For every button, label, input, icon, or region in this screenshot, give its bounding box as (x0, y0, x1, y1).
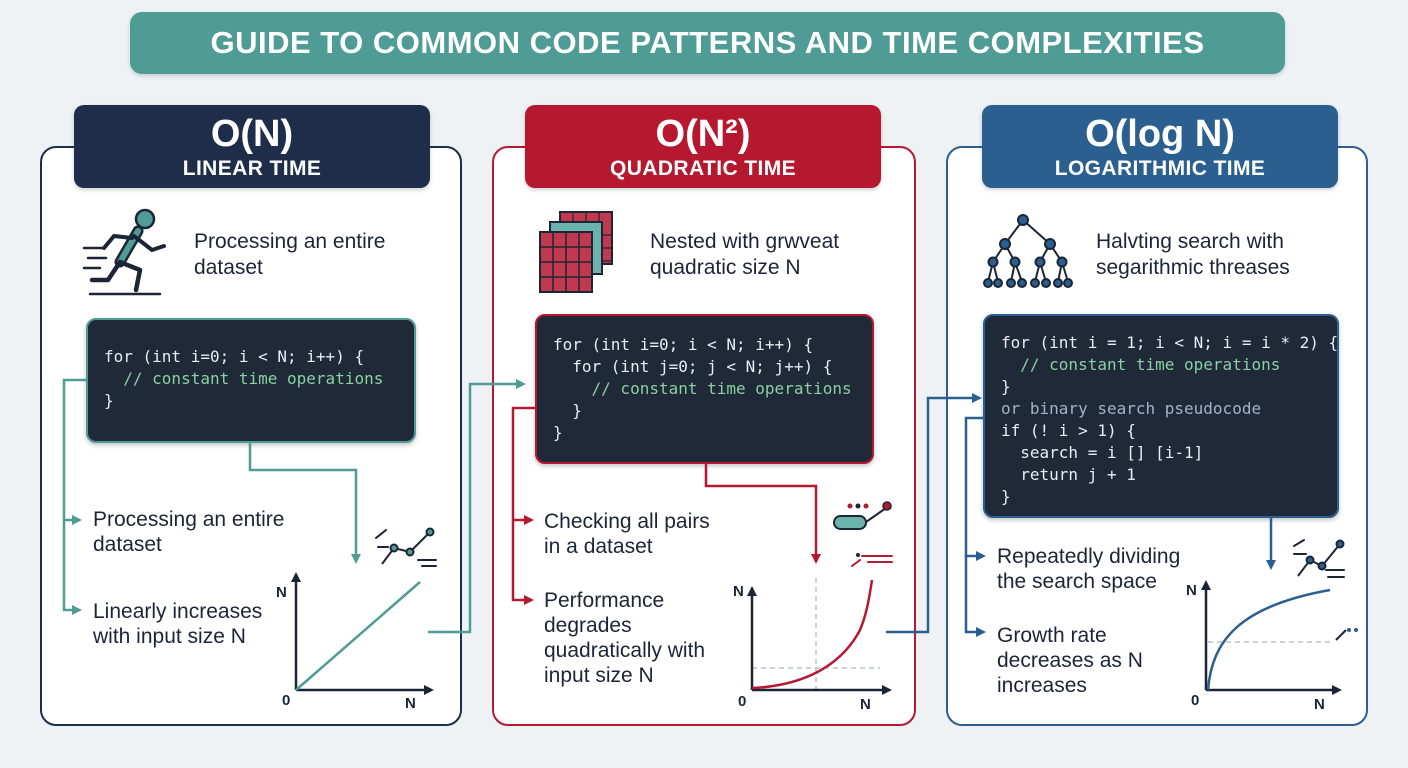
code-line: // constant time operations (1001, 355, 1281, 374)
panel-linear-description: Processing an entire dataset (194, 230, 386, 279)
code-line: // constant time operations (104, 369, 384, 388)
panel-quadratic-description: Nested with grwveat quadratic size N (650, 230, 840, 279)
panel-quadratic-header: O(N²) QUADRATIC TIME (525, 105, 881, 188)
panel-quadratic-note-2: Performance degrades quadratically with … (544, 589, 706, 687)
page-title: GUIDE TO COMMON CODE PATTERNS AND TIME C… (210, 25, 1205, 60)
code-line: } (553, 423, 563, 442)
linear-origin-label: 0 (282, 692, 291, 709)
code-line: for (int i=0; i < N; i++) { (104, 347, 365, 366)
title-banner: GUIDE TO COMMON CODE PATTERNS AND TIME C… (130, 12, 1285, 74)
panel-logarithmic-note-2: Growth rate decreases as N increases (997, 624, 1143, 697)
code-line: or binary search pseudocode (1001, 399, 1262, 418)
panel-quadratic-code: for (int i=0; i < N; i++) { for (int j=0… (535, 314, 874, 464)
code-line: } (1001, 377, 1011, 396)
panel-linear-note-2: Linearly increases with input size N (93, 600, 263, 648)
linear-y-axis-label: N (276, 584, 287, 601)
panel-logarithmic-heading: O(log N) (1085, 113, 1235, 155)
panel-quadratic-heading: O(N²) (655, 113, 751, 155)
code-line: for (int i = 1; i < N; i = i * 2) { (1001, 333, 1339, 352)
panel-logarithmic-note-1: Repeatedly dividing the search space (997, 545, 1181, 593)
panel-linear-subheading: LINEAR TIME (182, 157, 322, 180)
panel-linear-header: O(N) LINEAR TIME (74, 105, 430, 188)
panel-logarithmic-header: O(log N) LOGARITHMIC TIME (982, 105, 1338, 188)
panel-quadratic-note-1: Checking all pairs in a dataset (544, 510, 710, 558)
panel-logarithmic-description: Halvting search with segarithmic threase… (1096, 230, 1290, 279)
code-line: } (1001, 487, 1011, 506)
panel-linear-note-1: Processing an entire dataset (93, 508, 285, 556)
panel-quadratic-subheading: QUADRATIC TIME (609, 157, 797, 180)
logarithmic-origin-label: 0 (1191, 692, 1200, 709)
linear-x-axis-label: N (405, 695, 416, 712)
quadratic-origin-label: 0 (738, 693, 747, 710)
panel-linear-code: for (int i=0; i < N; i++) { // constant … (86, 318, 416, 443)
code-line: // constant time operations (553, 379, 852, 398)
panel-logarithmic-code: for (int i = 1; i < N; i = i * 2) { // c… (983, 314, 1339, 518)
logarithmic-x-axis-label: N (1314, 696, 1325, 713)
panel-linear-heading: O(N) (210, 113, 294, 155)
code-line: if (! i > 1) { (1001, 421, 1136, 440)
code-line: } (553, 401, 582, 420)
code-line: for (int j=0; j < N; j++) { (553, 357, 833, 376)
code-line: return j + 1 (1001, 465, 1136, 484)
code-line: search = i [] [i-1] (1001, 443, 1204, 462)
logarithmic-y-axis-label: N (1186, 582, 1197, 599)
quadratic-y-axis-label: N (733, 583, 744, 600)
quadratic-x-axis-label: N (860, 696, 871, 713)
code-line: for (int i=0; i < N; i++) { (553, 335, 814, 354)
panel-logarithmic-subheading: LOGARITHMIC TIME (1054, 157, 1266, 180)
code-line: } (104, 391, 114, 410)
